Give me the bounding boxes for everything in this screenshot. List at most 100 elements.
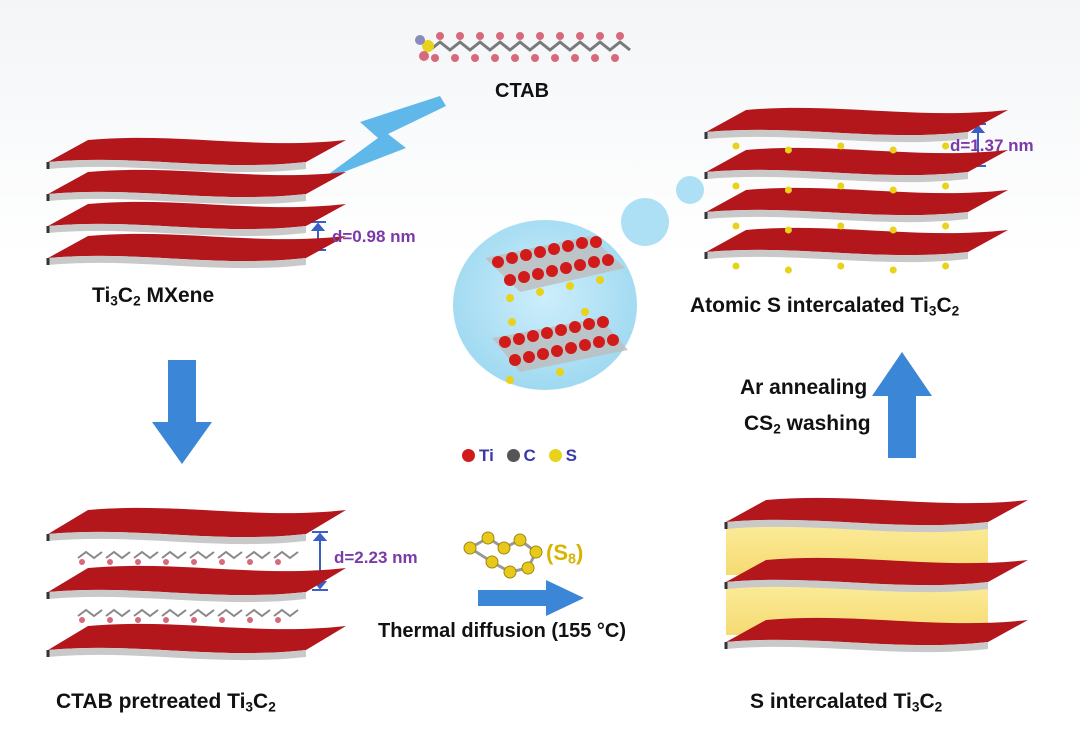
sulfur-atom xyxy=(732,142,740,150)
cs2-label-sub: 2 xyxy=(773,421,781,437)
sulfur-atom xyxy=(942,222,950,230)
ctab-intercalant-atom xyxy=(163,617,169,623)
ctab-pretreated-label: CTAB pretreated Ti3C2 xyxy=(56,690,276,714)
s-intercalated-label-text: S intercalated Ti xyxy=(750,690,912,713)
atomic-s-label-text: Atomic S intercalated Ti xyxy=(690,294,929,317)
ctab-intercalant xyxy=(133,550,159,560)
ctab-intercalant-atom xyxy=(247,559,253,565)
sulfur-atom xyxy=(942,182,950,190)
ctab-pretreated-label-mid: C xyxy=(253,690,269,713)
sulfur-atom xyxy=(837,262,845,270)
s8-molecule xyxy=(463,531,543,579)
s-intercalated-label-sub1: 3 xyxy=(911,699,920,715)
s8-label: (S8) xyxy=(546,540,583,568)
ctab-intercalant xyxy=(161,550,187,560)
atomic-s-label-sub1: 3 xyxy=(928,303,937,319)
mxene-sheet xyxy=(46,137,346,173)
ctab-intercalant-atom xyxy=(191,559,197,565)
ctab-intercalant xyxy=(245,608,271,618)
ctab-intercalant-atom xyxy=(163,559,169,565)
sulfur-atom xyxy=(784,186,792,194)
sulfur-atom xyxy=(837,142,845,150)
sulfur-atom xyxy=(889,146,897,154)
ctab-intercalant xyxy=(217,550,243,560)
ctab-intercalant-atom xyxy=(247,617,253,623)
ctab-intercalant-atom xyxy=(219,617,225,623)
sulfur-atom xyxy=(942,142,950,150)
atomic-structure-bubble xyxy=(453,220,637,390)
ctab-intercalant-atom xyxy=(107,559,113,565)
ar-annealing-label: Ar annealing xyxy=(740,376,868,399)
atomic-s-label-sub2: 2 xyxy=(951,303,960,319)
ctab-molecule xyxy=(415,32,631,62)
ctab-pretreated-sheet xyxy=(46,623,346,661)
ctab-pretreated-label-text: CTAB pretreated Ti xyxy=(56,690,246,713)
dimension-label-ctab: d=2.23 nm xyxy=(334,548,418,567)
sulfur-atom xyxy=(784,266,792,274)
dimension-label-atomic: d=1.37 nm xyxy=(950,136,1034,155)
sulfur-atom xyxy=(732,222,740,230)
sulfur-atom xyxy=(889,226,897,234)
ctab-intercalant xyxy=(217,608,243,618)
ctab-intercalant xyxy=(161,608,187,618)
ctab-intercalant xyxy=(77,550,103,560)
lightning-bolt-icon xyxy=(318,96,446,182)
ctab-intercalant-atom xyxy=(79,559,85,565)
ctab-intercalant xyxy=(105,608,131,618)
s-intercalated-sheet xyxy=(724,497,1028,533)
ctab-intercalant-atom xyxy=(107,617,113,623)
ctab-intercalant xyxy=(133,608,159,618)
s8-label-open: (S xyxy=(546,540,568,565)
small-bubble xyxy=(676,176,704,204)
right-arrow-icon xyxy=(478,580,584,616)
mxene-label-text: Ti xyxy=(92,284,111,307)
legend-s: S xyxy=(565,446,577,465)
up-arrow-icon xyxy=(872,352,932,458)
s-intercalated-sheet xyxy=(724,557,1028,593)
atomic-s-label-mid: C xyxy=(936,294,952,317)
element-legend: Ti C S xyxy=(462,446,577,466)
atomic-s-label: Atomic S intercalated Ti3C2 xyxy=(690,294,959,318)
ctab-intercalant xyxy=(273,550,299,560)
ctab-pretreated-sheet xyxy=(46,565,346,603)
sulfur-atom xyxy=(837,222,845,230)
mxene-label-mid: C xyxy=(117,284,134,307)
ti-dot-icon xyxy=(462,449,475,462)
mxene-sheet xyxy=(46,201,346,237)
ctab-intercalant xyxy=(273,608,299,618)
mxene-label-tail: MXene xyxy=(140,284,215,307)
legend-ti: Ti xyxy=(479,446,494,465)
medium-bubble xyxy=(621,198,669,246)
ctab-intercalant xyxy=(105,550,131,560)
ctab-pretreated-sheet xyxy=(46,507,346,545)
thermal-diffusion-label: Thermal diffusion (155 °C) xyxy=(378,620,627,642)
sulfur-atom xyxy=(732,262,740,270)
ctab-intercalant xyxy=(77,608,103,618)
down-arrow-icon xyxy=(152,360,212,464)
ctab-label: CTAB xyxy=(495,80,550,102)
ctab-intercalant xyxy=(189,550,215,560)
sulfur-atom xyxy=(784,146,792,154)
s-intercalated-label: S intercalated Ti3C2 xyxy=(750,690,942,714)
sulfur-atom xyxy=(942,262,950,270)
sulfur-atom xyxy=(889,186,897,194)
ctab-intercalant-atom xyxy=(135,559,141,565)
cs2-label-text: CS xyxy=(744,412,774,435)
ctab-pretreated-label-sub1: 3 xyxy=(245,699,254,715)
ctab-intercalant-atom xyxy=(135,617,141,623)
ctab-intercalant xyxy=(189,608,215,618)
atomic-s-sheet xyxy=(704,107,1008,143)
ctab-intercalant-atom xyxy=(275,617,281,623)
s-intercalated-label-sub2: 2 xyxy=(934,699,943,715)
sulfur-atom xyxy=(837,182,845,190)
mxene-sheet xyxy=(46,169,346,205)
atomic-s-sheet xyxy=(704,147,1008,183)
c-dot-icon xyxy=(506,449,520,462)
s-intercalated-sheet xyxy=(724,617,1028,653)
atomic-s-sheet xyxy=(704,187,1008,223)
atomic-s-sheet xyxy=(704,227,1008,263)
ctab-intercalant xyxy=(245,550,271,560)
s-intercalated-label-mid: C xyxy=(919,690,935,713)
